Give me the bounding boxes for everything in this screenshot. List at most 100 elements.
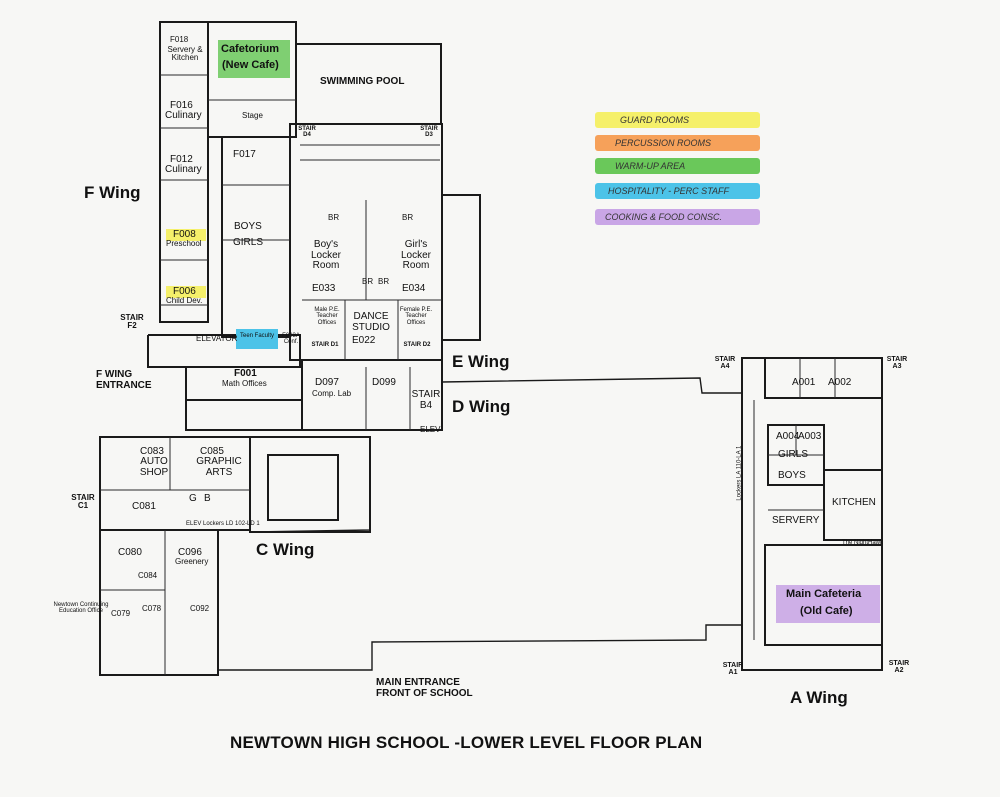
main-cafeteria-outline: [764, 544, 883, 646]
d-wing-block: [301, 359, 443, 431]
stair-d1: STAIR D1: [311, 342, 339, 348]
room-kitchen: KITCHEN: [832, 497, 876, 508]
room-a-girls: GIRLS: [778, 449, 809, 460]
room-elev-d: ELEV: [420, 425, 441, 434]
room-f018-number: F018: [170, 35, 189, 44]
room-a002: A002: [828, 377, 852, 388]
a-wing-classrooms: [764, 357, 883, 399]
room-c085: C085: [200, 446, 224, 457]
stair-d4: STAIR D4: [298, 126, 316, 139]
stair-c1: STAIR C1: [71, 493, 95, 511]
room-f017: F017: [233, 149, 256, 160]
legend-swatch-warmup: [595, 158, 760, 174]
room-new-cafe: (New Cafe): [222, 59, 279, 71]
room-auto-shop: AUTO SHOP: [139, 456, 169, 478]
wing-label-d: D Wing: [452, 397, 511, 416]
room-c083: C083: [140, 446, 164, 457]
room-old-cafe: (Old Cafe): [800, 605, 853, 617]
room-elevator: ELEVATOR: [196, 334, 238, 343]
room-dance-studio: DANCE STUDIO: [352, 311, 390, 333]
room-cafetorium: Cafetorium: [221, 43, 280, 55]
room-graphic-arts: GRAPHIC ARTS: [196, 456, 242, 478]
south-connector: [217, 550, 742, 671]
room-f006-number: F006: [173, 286, 196, 297]
room-e022: E022: [352, 335, 376, 346]
room-d099: D099: [372, 377, 396, 388]
room-boys-locker: Boy's Locker Room: [310, 239, 341, 271]
a-wing-block: [741, 357, 883, 671]
room-main-cafeteria: Main Cafeteria: [786, 588, 862, 600]
room-c079: C079: [111, 609, 131, 618]
room-culinary-2: Culinary: [165, 164, 202, 175]
legend-swatch-percussion: [595, 135, 760, 151]
room-servery: SERVERY: [772, 515, 820, 526]
room-lockers-a: Lockers LA 110-LA 1: [736, 445, 743, 501]
room-male-pe-offices: Male P.E. Teacher Offices: [314, 307, 340, 326]
room-greenery: Greenery: [175, 557, 209, 566]
room-a-boys: BOYS: [778, 470, 806, 481]
warmup-highlight: [218, 40, 290, 78]
room-c092: C092: [190, 604, 210, 613]
room-b: B: [204, 493, 211, 504]
room-child-dev: Child Dev.: [166, 296, 203, 305]
wing-label-c: C Wing: [256, 540, 315, 559]
f-wing-entrance-label: F WING ENTRANCE: [96, 369, 152, 391]
room-culinary-1: Culinary: [165, 110, 202, 121]
room-elev-lockers: ELEV Lockers LD 102-LD 1: [186, 521, 260, 527]
room-c080: C080: [118, 547, 142, 558]
main-entrance-label: MAIN ENTRANCE FRONT OF SCHOOL: [376, 677, 473, 699]
room-br-3: BR: [362, 277, 374, 286]
stair-a4: STAIR A4: [714, 356, 736, 371]
room-math-offices: Math Offices: [222, 379, 267, 388]
room-servery-kitchen: Servery & Kitchen: [167, 45, 203, 63]
room-boys: BOYS: [234, 221, 262, 232]
room-nighthawk: The NightHawk: [842, 540, 884, 546]
room-preschool: Preschool: [166, 239, 202, 248]
guard-highlight-f006: [166, 286, 206, 298]
room-br-4: BR: [378, 277, 390, 286]
room-e033: E033: [312, 283, 336, 294]
c-wing-connector: [249, 437, 371, 533]
e-wing-annex: [442, 194, 481, 341]
room-c096: C096: [178, 547, 202, 558]
room-f001: F001: [234, 368, 257, 379]
room-d097: D097: [315, 377, 339, 388]
wing-label-f: F Wing: [84, 183, 141, 202]
room-a004: A004: [776, 431, 800, 442]
north-connector: [441, 377, 742, 394]
room-a003: A003: [798, 431, 822, 442]
legend-label-percussion: PERCUSSION ROOMS: [615, 138, 712, 148]
room-swimming-pool: SWIMMING POOL: [320, 76, 405, 87]
room-c081: C081: [132, 501, 156, 512]
f-wing-west-strip: [159, 21, 209, 323]
d-wing-west: [185, 399, 303, 431]
legend-label-cooking: COOKING & FOOD CONSC.: [605, 212, 723, 222]
room-girls: GIRLS: [233, 237, 264, 248]
room-a001: A001: [792, 377, 816, 388]
stair-b4: STAIR B4: [411, 389, 441, 411]
room-f003a-conf: F003A Conf.: [282, 333, 300, 346]
legend-label-warmup: WARM-UP AREA: [615, 161, 686, 171]
hospitality-highlight: [236, 329, 278, 349]
stair-d3: STAIR D3: [420, 126, 438, 139]
c-wing-north: [99, 436, 251, 531]
room-teen-faculty: Teen Faculty: [239, 333, 275, 339]
room-female-pe-offices: Female P.E. Teacher Offices: [399, 307, 433, 326]
page-title: NEWTOWN HIGH SCHOOL -LOWER LEVEL FLOOR P…: [230, 733, 703, 752]
stair-a1: STAIR A1: [722, 662, 744, 677]
stair-a2: STAIR A2: [888, 660, 910, 675]
legend-swatch-cooking: [595, 209, 760, 225]
room-f012-number: F012: [170, 154, 193, 165]
room-c078: C078: [142, 604, 162, 613]
stair-f2: STAIR F2: [120, 313, 144, 331]
wing-label-e: E Wing: [452, 352, 510, 371]
wing-label-a: A Wing: [790, 688, 848, 707]
legend-label-hospitality: HOSPITALITY - PERC STAFF: [608, 186, 730, 196]
room-f016-number: F016: [170, 100, 193, 111]
room-e034: E034: [402, 283, 426, 294]
legend-label-guard: GUARD ROOMS: [620, 115, 690, 125]
c-wing-inner-courtyard: [267, 454, 339, 521]
legend-swatch-hospitality: [595, 183, 760, 199]
